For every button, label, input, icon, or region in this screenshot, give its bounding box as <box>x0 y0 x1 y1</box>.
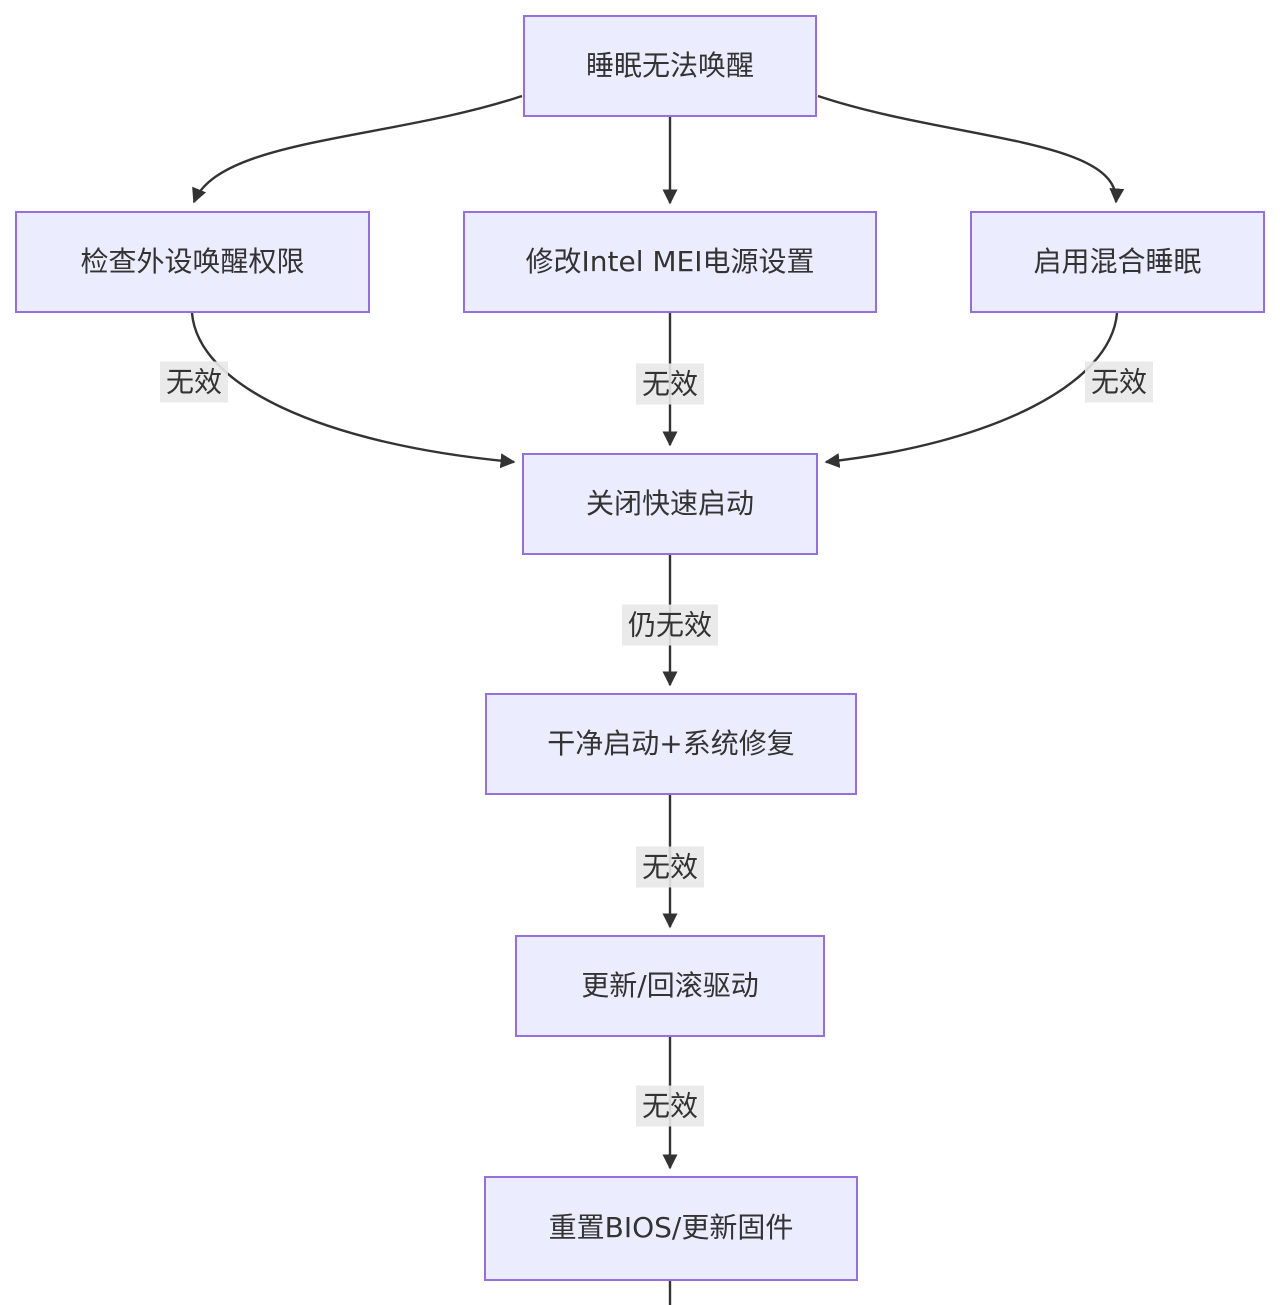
edge-sleep-to-hybrid <box>817 94 1125 204</box>
edge-label-still-ineffective: 仍无效 <box>621 604 719 646</box>
node-reset-bios-firmware: 重置BIOS/更新固件 <box>484 1176 858 1281</box>
node-sleep-cannot-wake-label: 睡眠无法唤醒 <box>585 48 754 82</box>
edge-label-ineffective-right: 无效 <box>1084 361 1154 403</box>
node-intel-mei-power-label: 修改Intel MEI电源设置 <box>525 244 815 278</box>
node-clean-boot-repair: 干净启动+系统修复 <box>485 693 857 795</box>
edge-label-ineffective-cleanboot: 无效 <box>635 846 705 888</box>
edge-hybrid-to-faststartup <box>824 312 1119 468</box>
node-disable-fast-startup: 关闭快速启动 <box>522 453 818 555</box>
node-check-peripheral-wake: 检查外设唤醒权限 <box>15 211 370 313</box>
node-update-rollback-driver: 更新/回滚驱动 <box>515 935 825 1037</box>
node-hybrid-sleep: 启用混合睡眠 <box>970 211 1265 313</box>
edge-sleep-to-peripheral <box>192 94 523 204</box>
edge-peripheral-to-faststartup <box>190 312 516 469</box>
edge-label-ineffective-left: 无效 <box>159 361 229 403</box>
node-update-rollback-driver-label: 更新/回滚驱动 <box>581 968 759 1002</box>
node-clean-boot-repair-label: 干净启动+系统修复 <box>547 726 795 760</box>
node-disable-fast-startup-label: 关闭快速启动 <box>585 486 754 520</box>
node-sleep-cannot-wake: 睡眠无法唤醒 <box>523 15 817 117</box>
edge-label-ineffective-middle: 无效 <box>635 363 705 405</box>
node-hybrid-sleep-label: 启用混合睡眠 <box>1033 244 1202 278</box>
node-intel-mei-power: 修改Intel MEI电源设置 <box>463 211 877 313</box>
node-check-peripheral-wake-label: 检查外设唤醒权限 <box>80 244 305 278</box>
edge-label-ineffective-driver: 无效 <box>635 1085 705 1127</box>
node-reset-bios-firmware-label: 重置BIOS/更新固件 <box>548 1211 794 1245</box>
